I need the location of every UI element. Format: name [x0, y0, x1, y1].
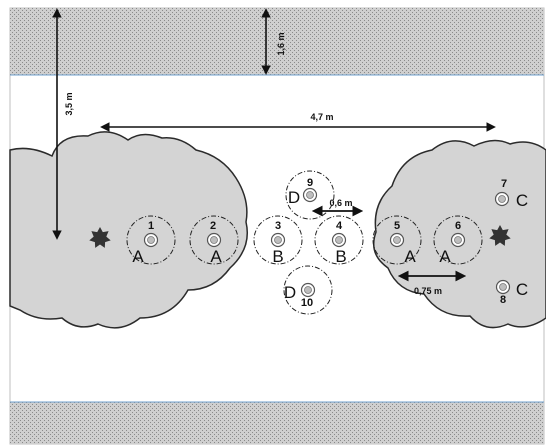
trap-number: 10	[301, 297, 313, 309]
label-outer-spacing: 0,75 m	[414, 286, 442, 296]
trap-number: 1	[148, 220, 154, 232]
trap-point-9: 9D	[285, 170, 335, 220]
right-tree-trunk-icon	[489, 225, 511, 246]
label-span-between-trees: 4,7 m	[310, 112, 333, 122]
trap-marker-core	[499, 283, 507, 291]
trap-marker-core	[304, 286, 312, 294]
trap-number: 9	[307, 177, 313, 189]
trap-point-6: 6A	[433, 215, 483, 266]
trap-point-3: 3B	[253, 215, 303, 266]
trap-number: 4	[336, 220, 343, 232]
trap-group-letter: C	[516, 280, 528, 299]
trap-marker-core	[274, 236, 282, 244]
label-inner-spacing: 0,6 m	[329, 198, 352, 208]
bottom-road-band	[10, 402, 544, 444]
label-road-width: 1,6 m	[276, 32, 286, 55]
trap-marker-core	[210, 236, 218, 244]
trap-group-letter: D	[288, 188, 300, 207]
trap-marker-core	[498, 195, 506, 203]
trap-group-letter: A	[439, 247, 451, 266]
trap-point-4: 4B	[314, 215, 364, 266]
trap-group-letter: A	[404, 247, 416, 266]
trap-radius-ring	[283, 265, 333, 315]
trap-radius-ring	[189, 215, 239, 265]
trap-group-letter: B	[272, 247, 283, 266]
trap-number: 7	[501, 178, 507, 190]
trap-number: 8	[500, 294, 506, 306]
trap-number: 3	[275, 220, 281, 232]
trap-marker-core	[393, 236, 401, 244]
trap-number: 6	[455, 220, 461, 232]
trap-point-2: 2A	[189, 215, 239, 266]
trap-radius-ring	[285, 170, 335, 220]
trap-group-letter: B	[335, 247, 346, 266]
trap-number: 5	[394, 220, 400, 232]
trap-group-letter: C	[516, 191, 528, 210]
label-hedge-to-road: 3,5 m	[64, 92, 74, 115]
trap-group-letter: A	[210, 247, 222, 266]
trap-group-letter: D	[284, 283, 296, 302]
trap-number: 2	[210, 220, 216, 232]
trap-radius-ring	[126, 215, 176, 265]
trap-point-10: 10 D	[283, 265, 333, 315]
trap-marker-core	[306, 191, 314, 199]
trap-group-letter: A	[132, 247, 144, 266]
trap-point-7: 7C	[494, 178, 528, 210]
trap-radius-ring	[433, 215, 483, 265]
trap-radius-ring	[253, 215, 303, 265]
top-road-band	[10, 8, 544, 75]
trap-point-5: 5A	[372, 215, 422, 266]
left-tree-canopy	[9, 131, 248, 329]
trap-marker-core	[147, 236, 155, 244]
trap-marker-core	[454, 236, 462, 244]
trap-marker-core	[335, 236, 343, 244]
left-tree-trunk-icon	[89, 227, 111, 248]
trap-radius-ring	[372, 215, 422, 265]
trap-point-1: 1A	[126, 215, 176, 266]
trap-point-8: 8C	[495, 279, 528, 306]
